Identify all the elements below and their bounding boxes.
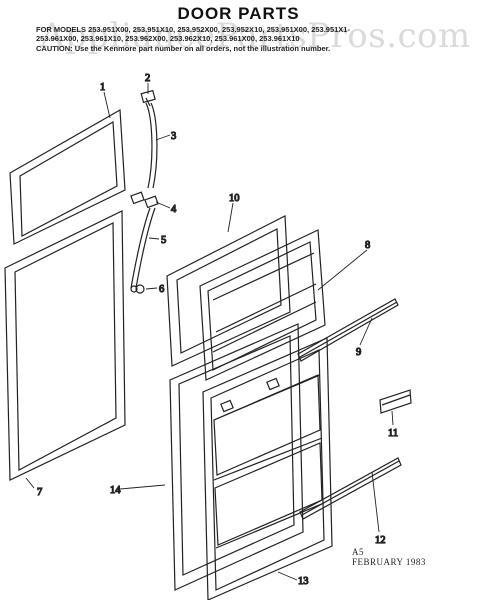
callout-2: 2 bbox=[145, 73, 150, 84]
callout-9: 9 bbox=[356, 347, 361, 358]
stamp-code: A5 bbox=[352, 547, 364, 557]
model-list: FOR MODELS 253.951X00, 253.951X10, 253.9… bbox=[36, 26, 456, 43]
model-list-line-1: FOR MODELS 253.951X00, 253.951X10, 253.9… bbox=[36, 26, 350, 34]
part-3-upper-handle bbox=[145, 102, 158, 189]
part-13-fresh-food-liner bbox=[202, 337, 333, 600]
callout-1: 1 bbox=[100, 82, 105, 93]
callout-6: 6 bbox=[159, 284, 164, 295]
model-list-line-2: 253.961X00, 253.961X10, 253.962X00, 253.… bbox=[36, 33, 300, 43]
callout-8: 8 bbox=[365, 240, 370, 251]
callout-14: 14 bbox=[110, 485, 121, 496]
callout-3: 3 bbox=[171, 131, 176, 142]
part-4-handle-caps bbox=[130, 191, 159, 209]
part-5-lower-handle bbox=[130, 207, 156, 289]
part-12-lower-shelf-rail bbox=[299, 457, 402, 520]
part-14-fresh-food-panel bbox=[169, 323, 304, 591]
caution-note: CAUTION: Use the Kenmore part number on … bbox=[36, 44, 331, 53]
watermark: AppliancePartsPros.com bbox=[40, 16, 471, 56]
part-6-bottom-hinge bbox=[130, 284, 145, 294]
part-11-rail-end-cap bbox=[379, 389, 412, 414]
part-1-freezer-gasket bbox=[9, 109, 126, 245]
part-10-freezer-panel bbox=[166, 215, 291, 367]
callout-11: 11 bbox=[388, 428, 398, 439]
part-2-top-hinge bbox=[140, 89, 156, 107]
stamp-date: FEBRUARY 1983 bbox=[352, 557, 426, 567]
callout-12: 12 bbox=[375, 535, 386, 546]
callout-13: 13 bbox=[298, 576, 309, 587]
callout-7: 7 bbox=[37, 487, 42, 498]
part-9-upper-shelf-rail bbox=[297, 298, 399, 362]
leader-lines bbox=[25, 83, 394, 581]
part-8-freezer-liner bbox=[199, 229, 326, 381]
date-stamp: A5 FEBRUARY 1983 bbox=[352, 547, 426, 567]
callout-10: 10 bbox=[229, 193, 240, 204]
callout-4: 4 bbox=[171, 204, 177, 215]
part-7-fresh-food-gasket bbox=[4, 210, 126, 481]
page-title: DOOR PARTS bbox=[177, 4, 300, 23]
callout-5: 5 bbox=[161, 235, 166, 246]
